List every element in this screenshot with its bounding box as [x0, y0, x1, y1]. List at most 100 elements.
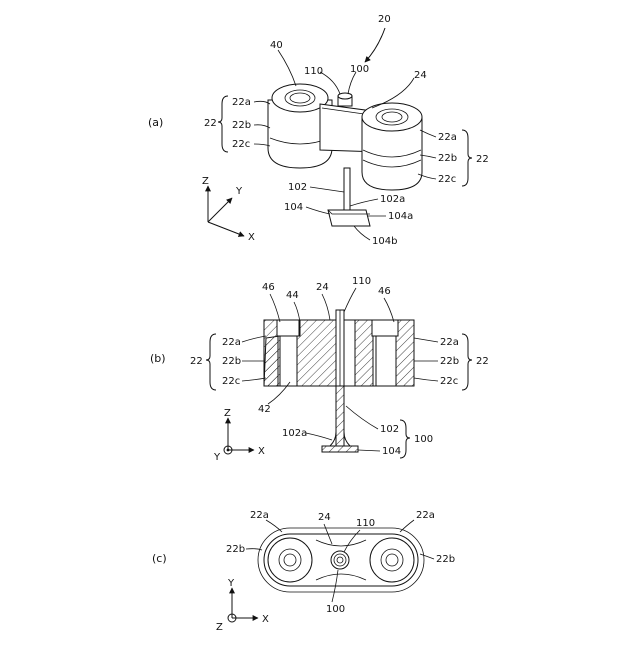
axis-a-z-label: Z — [202, 176, 209, 187]
right-boss-top — [362, 103, 422, 131]
leader-c-l22a — [266, 520, 282, 532]
axis-triad-a: Z Y X — [202, 176, 255, 243]
bore-right — [376, 336, 396, 386]
stem-102 — [344, 168, 350, 212]
ref-c-24: 24 — [318, 512, 331, 523]
foot-104 — [328, 210, 370, 226]
view-b: (b) 46 44 — [150, 276, 489, 463]
ref-a-l22: 22 — [204, 118, 217, 129]
leader-40 — [278, 50, 296, 86]
ref-b-r22c: 22c — [440, 376, 458, 387]
axis-c-y-label: Y — [227, 578, 235, 589]
axis-c-z-label: Z — [216, 622, 223, 633]
ref-a-r22: 22 — [476, 154, 489, 165]
counterbore-right — [372, 320, 398, 336]
ref-a-102: 102 — [288, 182, 307, 193]
brace-b-100 — [400, 420, 410, 458]
leader-b-44 — [294, 302, 300, 322]
leader-c-r22b — [420, 554, 434, 559]
leader-b-l22c — [242, 378, 266, 381]
leader-b-r22c — [414, 378, 438, 381]
ref-b-46r: 46 — [378, 286, 391, 297]
ref-b-102a: 102a — [282, 428, 307, 439]
ref-b-r22: 22 — [476, 356, 489, 367]
right-boss-plan — [370, 538, 414, 582]
axis-b-x-label: X — [258, 446, 265, 457]
axis-a-y — [208, 198, 232, 222]
ref-b-110: 110 — [352, 276, 371, 287]
panel-label-a: (a) — [148, 116, 163, 129]
brace-b-right — [462, 334, 472, 390]
section-right-inner — [355, 320, 373, 386]
brace-b-left — [206, 334, 216, 390]
ref-b-l22a: 22a — [222, 337, 241, 348]
leader-b-46l — [270, 294, 280, 322]
ref-a-r22a: 22a — [438, 132, 457, 143]
foot-104-section — [322, 446, 358, 452]
left-boss-plan — [268, 538, 312, 582]
section-left-outer — [264, 320, 278, 386]
view-c: (c) 22a 22b 24 110 — [152, 510, 455, 633]
leader-b-24 — [322, 294, 330, 320]
leader-c-r22a — [400, 520, 414, 532]
leader-b-104 — [358, 450, 380, 451]
ref-c-l22b: 22b — [226, 544, 245, 555]
bore-left — [280, 336, 297, 386]
ref-a-104: 104 — [284, 202, 303, 213]
ref-40: 40 — [270, 40, 283, 51]
axis-a-x-label: X — [248, 232, 255, 243]
ref-b-l22b: 22b — [222, 356, 241, 367]
ref-b-42: 42 — [258, 404, 271, 415]
ref-b-104: 104 — [382, 446, 401, 457]
ref-b-46l: 46 — [262, 282, 275, 293]
panel-label-b: (b) — [150, 352, 166, 365]
ref-a-l22c: 22c — [232, 139, 250, 150]
ref-b-l22: 22 — [190, 356, 203, 367]
ref-b-44: 44 — [286, 290, 299, 301]
fillet-left — [330, 432, 336, 446]
ref-b-100: 100 — [414, 434, 433, 445]
fillet-right — [344, 432, 350, 446]
leader-b-r22a — [414, 338, 438, 342]
leader-a-102 — [310, 187, 344, 192]
axis-c-x-label: X — [262, 614, 269, 625]
axis-triad-b: Z Y X — [213, 408, 265, 463]
ref-a-104a: 104a — [388, 211, 413, 222]
axis-triad-c: Y Z X — [216, 578, 269, 633]
ref-a-r22c: 22c — [438, 174, 456, 185]
ref-a-r22b: 22b — [438, 153, 457, 164]
ref-24: 24 — [414, 70, 427, 81]
ref-a-104b: 104b — [372, 236, 397, 247]
ref-20: 20 — [378, 14, 391, 25]
leader-a-102a — [350, 199, 378, 206]
leader-b-102a — [306, 433, 332, 440]
stem-102-section — [336, 386, 344, 446]
ref-b-r22b: 22b — [440, 356, 459, 367]
view-a: (a) — [148, 14, 489, 247]
ref-c-r22b: 22b — [436, 554, 455, 565]
ref-b-l22c: 22c — [222, 376, 240, 387]
counterbore-left — [277, 320, 299, 336]
assembly-top-view — [258, 528, 424, 592]
ref-b-r22a: 22a — [440, 337, 459, 348]
ref-c-l22a: 22a — [250, 510, 269, 521]
ref-a-l22a: 22a — [232, 97, 251, 108]
ref-110: 110 — [304, 66, 323, 77]
leader-b-l22a — [242, 336, 266, 342]
ref-b-24: 24 — [316, 282, 329, 293]
axis-b-y-dot — [227, 449, 230, 452]
axis-b-z-label: Z — [224, 408, 231, 419]
arrow-20 — [365, 28, 385, 62]
axis-a-x — [208, 222, 244, 236]
ref-b-102: 102 — [380, 424, 399, 435]
leader-b-102 — [346, 406, 378, 429]
leader-b-46r — [384, 298, 394, 322]
ref-c-100: 100 — [326, 604, 345, 615]
leader-a-104b — [354, 226, 370, 240]
ref-100: 100 — [350, 64, 369, 75]
section-center — [297, 320, 339, 386]
leader-a-104 — [306, 207, 330, 214]
ref-c-110: 110 — [356, 518, 375, 529]
